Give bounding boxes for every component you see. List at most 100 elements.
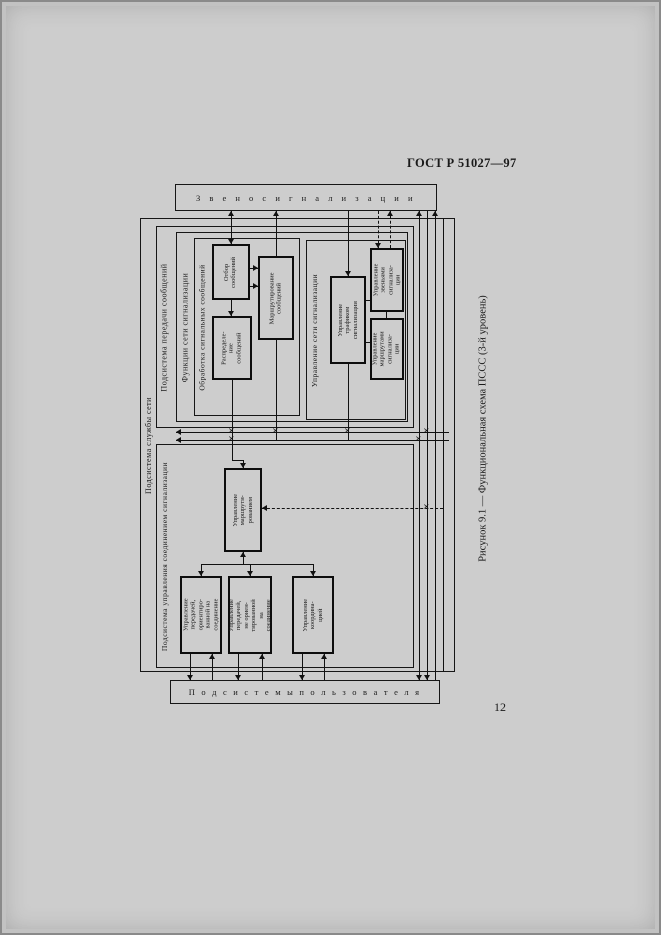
coordination-control-box: Управление координа- цией — [292, 576, 334, 654]
network-management-box: Управление сети сигнализации — [306, 240, 406, 420]
routing-control-box: Управление маршрути- рованием — [224, 468, 262, 552]
network-service-subsystem-label-strip: Подсистема службы сети — [141, 219, 156, 671]
routing-control-label: Управление маршрути- рованием — [231, 493, 254, 527]
cross-mark: × — [228, 426, 235, 435]
arrow-head — [375, 243, 381, 248]
arrow-head — [273, 211, 279, 216]
page-number: 12 — [494, 700, 506, 714]
arrow-head — [253, 265, 258, 271]
signaling-link-bar: З в е н о с и г н а л и з а ц и и — [175, 184, 437, 211]
arrow-head — [253, 283, 258, 289]
connector-line — [366, 300, 370, 301]
sccp-subsystem-label-strip: Подсистема управления соединением сигнал… — [157, 445, 173, 667]
connection-oriented-control-box: Управление передачей, ориентиро- ванной … — [180, 576, 222, 654]
arrow-head — [432, 211, 438, 216]
coordination-control-label: Управление координа- цией — [301, 598, 324, 632]
connector-line — [386, 312, 387, 318]
connector-line — [302, 654, 303, 680]
connector-line — [231, 300, 232, 316]
connector-line — [262, 654, 263, 680]
document-header: ГОСТ Р 51027—97 — [407, 156, 517, 170]
connector-line — [348, 211, 349, 276]
connector-line — [419, 211, 420, 680]
connector-line — [176, 432, 449, 433]
arrow-head — [416, 211, 422, 216]
message-distribution-box: Распределе- ние сообщений — [212, 316, 252, 380]
arrow-head — [228, 239, 234, 244]
signaling-network-functions-box: Функции сети сигнализации — [176, 232, 408, 422]
connector-line — [231, 211, 232, 244]
connection-oriented-control-label: Управление передачей, ориентиро- ванной … — [182, 598, 220, 632]
arrow-head — [299, 675, 305, 680]
arrow-head — [176, 429, 181, 435]
connector-line — [276, 211, 277, 256]
arrow-head — [259, 654, 265, 659]
arrow-head — [240, 463, 246, 468]
network-management-label: Управление сети сигнализации — [310, 273, 320, 387]
cross-mark: × — [344, 426, 351, 435]
message-discrimination-box: Отбор сообщений — [212, 244, 250, 300]
arrow-head — [424, 675, 430, 680]
route-management-label: Управление маршрутами сигнализа- ции — [372, 331, 402, 367]
cross-mark: × — [423, 502, 430, 511]
arrow-head — [176, 437, 181, 443]
connector-line — [250, 564, 251, 576]
arrow-head — [416, 675, 422, 680]
signaling-network-functions-label-strip: Функции сети сигнализации — [177, 233, 192, 421]
cross-mark: × — [415, 434, 422, 443]
arrow-head — [321, 654, 327, 659]
arrow-head — [387, 211, 393, 216]
connectionless-control-box: Управление передачей, не ориен- тированн… — [228, 576, 272, 654]
route-management-box: Управление маршрутами сигнализа- ции — [370, 318, 404, 380]
connector-line — [262, 508, 443, 509]
cross-mark: × — [423, 426, 430, 435]
message-handling-box: Обработка сигнальных сообщений — [194, 238, 300, 416]
connector-line — [443, 218, 444, 672]
message-handling-label-strip: Обработка сигнальных сообщений — [195, 239, 210, 415]
connectionless-control-label: Управление передачей, не ориен- тированн… — [227, 598, 272, 632]
link-management-box: Управление звеньями сигнализа- ции — [370, 248, 404, 312]
connector-line — [232, 380, 233, 460]
cross-mark: × — [228, 434, 235, 443]
message-distribution-label: Распределе- ние сообщений — [220, 331, 243, 365]
arrow-head — [345, 271, 351, 276]
connector-line — [427, 211, 428, 680]
traffic-management-label: Управление трафиком сигнализации — [336, 300, 359, 340]
arrow-head — [228, 211, 234, 216]
arrow-head — [262, 505, 267, 511]
arrow-head — [310, 571, 316, 576]
arrow-head — [240, 552, 246, 557]
figure-caption: Рисунок 9.1 — Функциональная схема ПССС … — [477, 295, 489, 562]
connector-line — [176, 440, 449, 441]
connector-line — [435, 211, 436, 680]
connector-line — [313, 564, 314, 576]
signaling-link-bar-label: З в е н о с и г н а л и з а ц и и — [195, 192, 417, 203]
arrow-head — [235, 675, 241, 680]
message-transfer-subsystem-label: Подсистема передачи сообщений — [160, 262, 170, 392]
arrow-head — [228, 311, 234, 316]
arrow-head — [198, 571, 204, 576]
message-transfer-subsystem-box: Подсистема передачи сообщений — [156, 226, 414, 428]
network-service-subsystem-label: Подсистема службы сети — [144, 396, 154, 494]
connector-line — [348, 364, 349, 440]
sccp-subsystem-box: Подсистема управления соединением сигнал… — [156, 444, 414, 668]
connector-line — [201, 564, 202, 576]
connector-line — [366, 342, 370, 343]
arrow-head — [247, 571, 253, 576]
connector-line — [243, 552, 244, 564]
connector-line — [212, 654, 213, 680]
user-parts-bar: П о д с и с т е м ы п о л ь з о в а т е … — [170, 680, 440, 704]
arrow-head — [209, 654, 215, 659]
message-transfer-subsystem-label-strip: Подсистема передачи сообщений — [157, 227, 172, 427]
user-parts-bar-label: П о д с и с т е м ы п о л ь з о в а т е … — [188, 687, 422, 697]
message-routing-box: Маршрутирование сообщений — [258, 256, 294, 340]
message-discrimination-label: Отбор сообщений — [223, 256, 238, 288]
connector-line — [201, 564, 313, 565]
cross-mark: × — [272, 426, 279, 435]
message-routing-label: Маршрутирование сообщений — [268, 272, 283, 324]
connector-line — [276, 340, 277, 440]
sccp-subsystem-label: Подсистема управления соединением сигнал… — [160, 461, 170, 651]
signaling-network-functions-label: Функции сети сигнализации — [180, 272, 189, 382]
link-management-label: Управление звеньями сигнализа- ции — [372, 263, 402, 297]
